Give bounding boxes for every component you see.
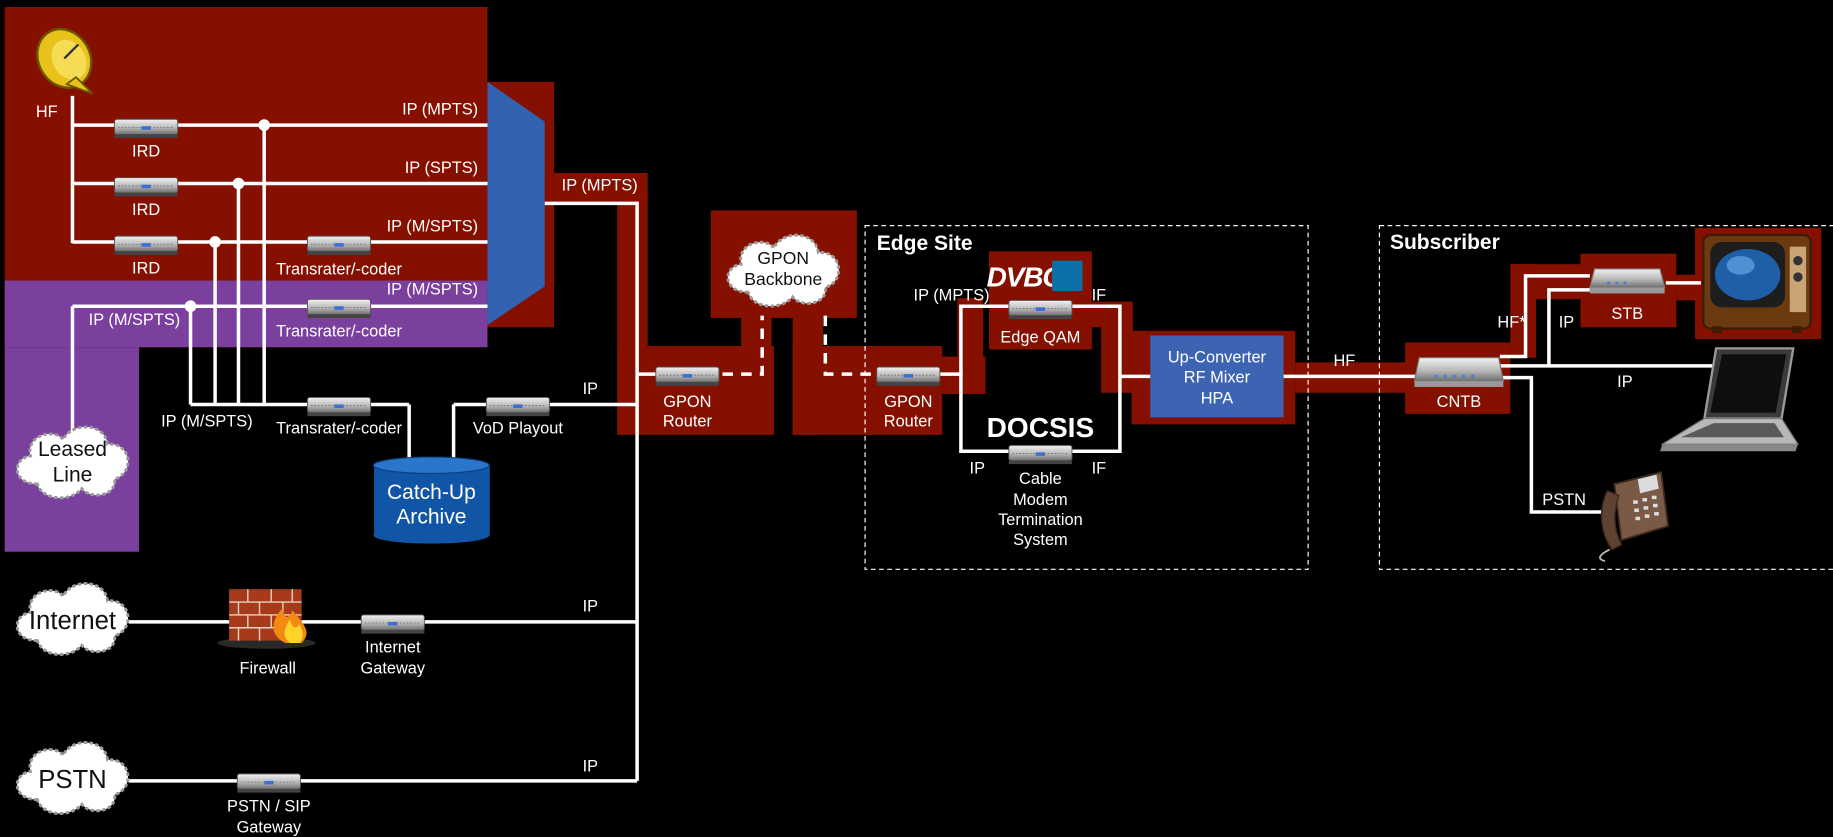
internet-gateway-label-2: Gateway xyxy=(361,659,426,677)
ip-mpts-label: IP (MPTS) xyxy=(402,101,478,119)
dvb-logo-text: DVBC xyxy=(987,261,1064,292)
edge-site-title: Edge Site xyxy=(877,232,973,255)
transrater-label-3: Transrater/-coder xyxy=(276,420,402,438)
pstn-gateway-label-1: PSTN / SIP xyxy=(227,797,311,815)
upconverter-label-1: Up-Converter xyxy=(1168,348,1267,366)
pstn-gateway-device[interactable] xyxy=(236,773,302,794)
backbone-link-left xyxy=(741,315,772,351)
edge-wires xyxy=(939,304,1421,453)
leased-line-text-2: Line xyxy=(53,464,93,487)
ip-spts-label: IP (SPTS) xyxy=(405,159,478,177)
internet-gateway-label-1: Internet xyxy=(365,638,421,656)
internet-cloud[interactable]: Internet xyxy=(15,582,130,656)
subscriber-wires xyxy=(1499,274,1717,514)
cntb-device[interactable] xyxy=(1413,357,1505,387)
laptop-icon[interactable] xyxy=(1659,347,1799,452)
ird-label-2: IRD xyxy=(132,201,160,219)
cmts-label-3: Termination xyxy=(998,511,1083,529)
cmts-device[interactable] xyxy=(1008,444,1073,465)
ird-label-1: IRD xyxy=(132,143,160,161)
ip-mspts-label-2: IP (M/SPTS) xyxy=(387,281,479,299)
firewall-label: Firewall xyxy=(240,659,296,677)
hf-star-label: HF* xyxy=(1497,313,1526,331)
leased-line-text-1: Leased xyxy=(38,438,107,461)
cmts-label-1: Cable xyxy=(1019,470,1062,488)
bottom-ip-label: IP (M/SPTS) xyxy=(161,413,253,431)
tv-link xyxy=(1676,274,1698,301)
transrater-device-1[interactable] xyxy=(306,235,372,256)
cntb-label: CNTB xyxy=(1437,393,1482,411)
internet-ip-label: IP xyxy=(583,597,599,615)
pstn-cloud[interactable]: PSTN xyxy=(15,741,130,815)
pstn-ip-label: IP xyxy=(583,758,599,776)
edge-if-top-label: IF xyxy=(1092,286,1107,304)
transrater-label-2: Transrater/-coder xyxy=(276,323,402,341)
edge-router-label-2: Router xyxy=(884,413,934,431)
edge-site-frame xyxy=(864,225,1309,570)
cmts-if-label: IF xyxy=(1092,459,1107,477)
transrater-device-2[interactable] xyxy=(306,298,372,319)
gpon-router-device[interactable] xyxy=(655,366,720,387)
hf-label: HF xyxy=(36,103,58,121)
gpon-backbone-cloud[interactable]: GPON Backbone xyxy=(726,233,841,308)
up-converter-box[interactable]: Up-Converter RF Mixer HPA xyxy=(1150,335,1284,418)
ird-device-1[interactable] xyxy=(113,118,179,139)
catch-up-archive[interactable]: Catch-Up Archive xyxy=(372,456,490,544)
ird-label-3: IRD xyxy=(132,260,160,278)
pstn-gateway-label-2: Gateway xyxy=(237,818,302,836)
archive-label-1: Catch-Up xyxy=(387,481,476,504)
upconverter-label-3: HPA xyxy=(1201,389,1234,407)
edge-router-label-1: GPON xyxy=(884,393,932,411)
edge-ip-mpts-label: IP (MPTS) xyxy=(914,286,990,304)
television-icon[interactable] xyxy=(1702,233,1812,334)
mux-output-label: IP (MPTS) xyxy=(562,177,638,195)
cmts-label-2: Modem xyxy=(1013,491,1068,509)
gpon-router-area xyxy=(617,346,774,435)
firewall-icon[interactable] xyxy=(217,589,316,649)
stb-device[interactable] xyxy=(1589,268,1666,294)
multiplexer-wedge xyxy=(487,81,545,325)
internet-gateway-device[interactable] xyxy=(360,614,425,635)
satellite-dish-icon xyxy=(36,27,93,95)
vod-playout-device[interactable] xyxy=(485,396,551,417)
vod-ip-label: IP xyxy=(583,380,599,398)
internet-label: Internet xyxy=(29,607,116,635)
stb-link-vert xyxy=(1510,264,1537,358)
stb-ip-label: IP xyxy=(1559,313,1575,331)
pstn-cloud-label: PSTN xyxy=(38,766,107,794)
qam-upconv-link xyxy=(1101,324,1133,393)
upconverter-label-2: RF Mixer xyxy=(1184,368,1251,386)
ird-device-2[interactable] xyxy=(113,177,179,197)
docsis-label: DOCSIS xyxy=(987,412,1095,443)
cmts-ip-label: IP xyxy=(970,459,986,477)
archive-label-2: Archive xyxy=(396,506,466,529)
ip-mspts-label-1: IP (M/SPTS) xyxy=(387,217,479,235)
edge-router-area xyxy=(792,346,943,435)
telephone-icon[interactable] xyxy=(1599,471,1670,562)
gpon-router-label-2: Router xyxy=(663,413,713,431)
stb-label: STB xyxy=(1611,305,1643,323)
cmts-label-4: System xyxy=(1013,531,1068,549)
subscriber-title: Subscriber xyxy=(1390,231,1500,254)
gpon-router-label-1: GPON xyxy=(663,393,711,411)
edge-qam-label: Edge QAM xyxy=(1000,329,1080,347)
backbone-label-1: GPON xyxy=(757,248,809,268)
edge-gpon-router-device[interactable] xyxy=(876,366,941,387)
leased-line-band xyxy=(4,280,488,348)
hf-trunk-label: HF xyxy=(1333,352,1355,370)
leased-ip-label: IP (M/SPTS) xyxy=(89,311,181,329)
transrater-label-1: Transrater/-coder xyxy=(276,261,402,279)
pstn-phone-label: PSTN xyxy=(1542,491,1586,509)
ird-device-3[interactable] xyxy=(113,235,179,256)
vod-playout-label: VoD Playout xyxy=(473,420,563,438)
leased-line-cloud[interactable]: Leased Line xyxy=(15,425,130,500)
backbone-label-2: Backbone xyxy=(744,269,822,289)
edge-qam-device[interactable] xyxy=(1008,299,1073,320)
transrater-device-3[interactable] xyxy=(306,396,372,417)
subscriber-frame xyxy=(1378,225,1833,570)
dvb-c-logo: DVBC xyxy=(987,260,1083,292)
laptop-ip-label: IP xyxy=(1617,373,1633,391)
